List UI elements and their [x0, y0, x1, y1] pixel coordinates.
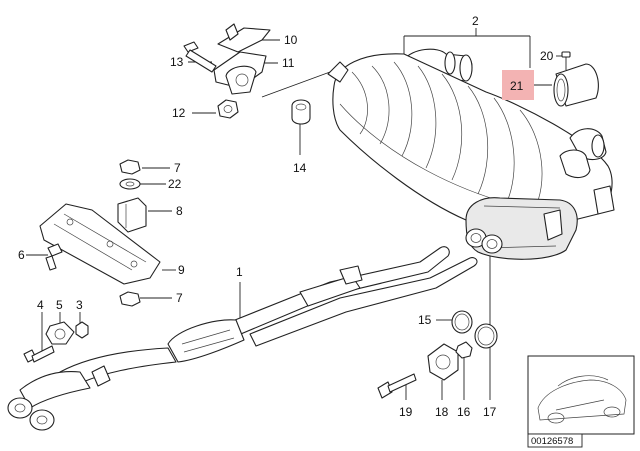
callout-8[interactable]: 8: [176, 204, 183, 218]
callout-2[interactable]: 2: [472, 14, 479, 28]
small-parts-rear: [377, 310, 498, 399]
callout-labels: 1 2 3 4 5 6 7 7 8 9 10 11 12 13 14 15 16…: [18, 14, 554, 419]
screw-20: [561, 51, 571, 70]
small-parts-front: [23, 321, 89, 363]
callout-19[interactable]: 19: [399, 405, 413, 419]
tailpipe-trim: [553, 63, 599, 107]
callout-21[interactable]: 21: [510, 79, 524, 93]
callout-6[interactable]: 6: [18, 248, 25, 262]
callout-22[interactable]: 22: [168, 177, 182, 191]
callout-14[interactable]: 14: [293, 161, 307, 175]
callout-12[interactable]: 12: [172, 106, 186, 120]
callout-4[interactable]: 4: [37, 298, 44, 312]
callout-5[interactable]: 5: [56, 298, 63, 312]
callout-15[interactable]: 15: [418, 313, 432, 327]
hanger-assembly: [183, 23, 311, 125]
front-pipe: [7, 246, 478, 431]
rear-silencer: [327, 48, 615, 260]
callout-20[interactable]: 20: [540, 49, 554, 63]
callout-10[interactable]: 10: [284, 33, 298, 47]
callout-17[interactable]: 17: [483, 405, 497, 419]
highlight-box-21: [502, 70, 534, 100]
callout-18[interactable]: 18: [435, 405, 449, 419]
callout-11[interactable]: 11: [282, 56, 295, 70]
callout-7-top[interactable]: 7: [174, 161, 181, 175]
bolt-6: [45, 243, 63, 271]
callout-3[interactable]: 3: [76, 298, 83, 312]
callout-7-bottom[interactable]: 7: [176, 291, 183, 305]
callout-16[interactable]: 16: [457, 405, 471, 419]
callout-13[interactable]: 13: [170, 55, 184, 69]
callout-9[interactable]: 9: [178, 263, 185, 277]
mount-stack: [117, 159, 147, 307]
car-thumbnail: 00126578: [527, 355, 635, 448]
callout-1[interactable]: 1: [236, 265, 243, 279]
diagram-reference-number: 00126578: [531, 436, 573, 447]
